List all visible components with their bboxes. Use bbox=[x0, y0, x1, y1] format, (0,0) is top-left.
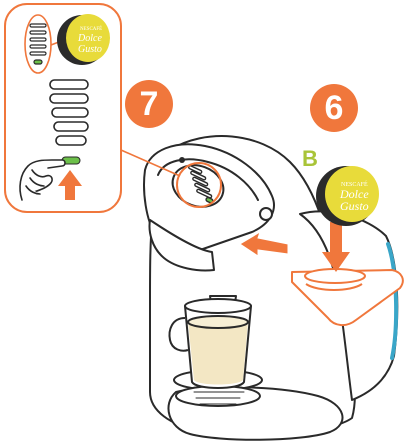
step-6-badge: 6 bbox=[310, 84, 358, 132]
inset-capsule-brand-line-1: NESCAFÉ bbox=[80, 26, 102, 32]
step-7-badge: 7 bbox=[125, 80, 173, 128]
inset-capsule-brand-line-2: Dolce bbox=[77, 33, 102, 44]
inset-capsule-brand-line-3: Gusto bbox=[78, 44, 102, 55]
capsule-b: NESCAFÉ Dolce Gusto bbox=[316, 166, 379, 226]
capsule-brand-line-3: Gusto bbox=[340, 199, 369, 213]
capsule-b-label: B bbox=[302, 148, 318, 170]
